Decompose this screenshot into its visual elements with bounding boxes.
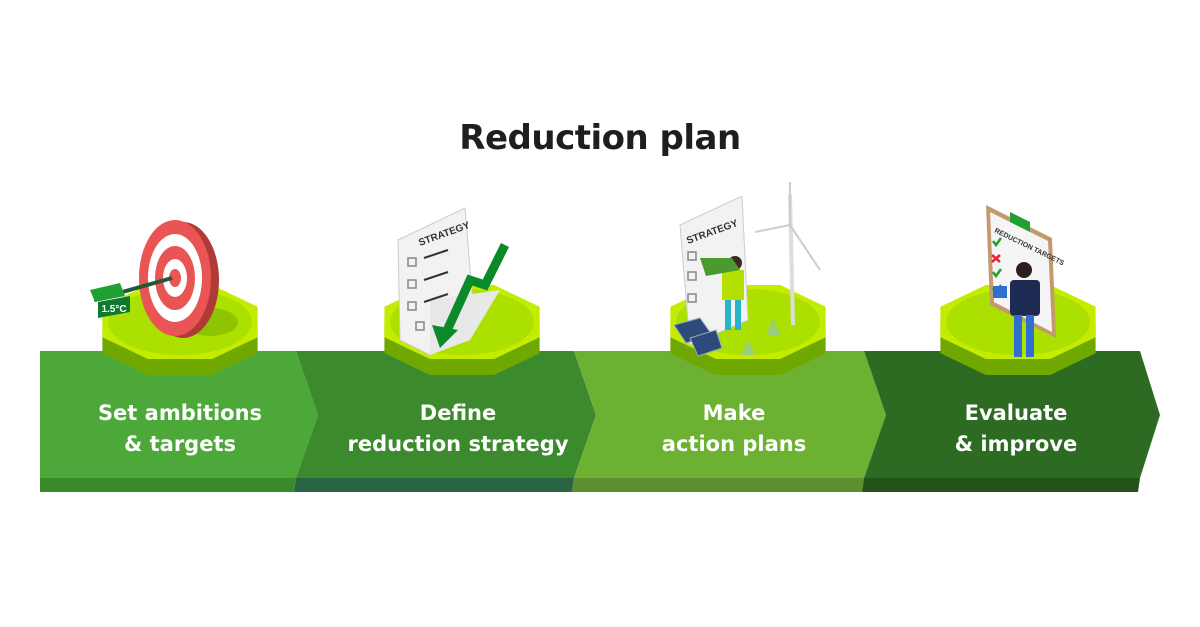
target-icon — [90, 220, 238, 338]
step-3-line1: Make — [702, 401, 766, 425]
step-1-label: Set ambitions & targets — [40, 398, 320, 460]
step-3-arrow — [572, 351, 886, 492]
step-2-label: Define reduction strategy — [318, 398, 598, 460]
step-3-label: Make action plans — [594, 398, 874, 460]
step-3-line2: action plans — [661, 432, 807, 456]
step-1-line2: & targets — [123, 432, 236, 456]
step-4-line1: Evaluate — [964, 401, 1068, 425]
action-plan-icon — [673, 182, 821, 357]
step-4-label: Evaluate & improve — [876, 398, 1156, 460]
step-2-line1: Define — [419, 401, 497, 425]
temperature-badge: 1.5°C — [101, 304, 126, 315]
step-4-line2: & improve — [954, 432, 1078, 456]
step-2-arrow — [294, 351, 596, 492]
step-2-line2: reduction strategy — [347, 432, 569, 456]
step-1-line1: Set ambitions — [97, 401, 263, 425]
strategy-document-icon — [397, 207, 510, 356]
step-4-arrow — [862, 351, 1160, 492]
clipboard-evaluation-icon — [986, 205, 1056, 357]
page-title: Reduction plan — [459, 118, 741, 158]
step-1-arrow — [40, 351, 318, 492]
